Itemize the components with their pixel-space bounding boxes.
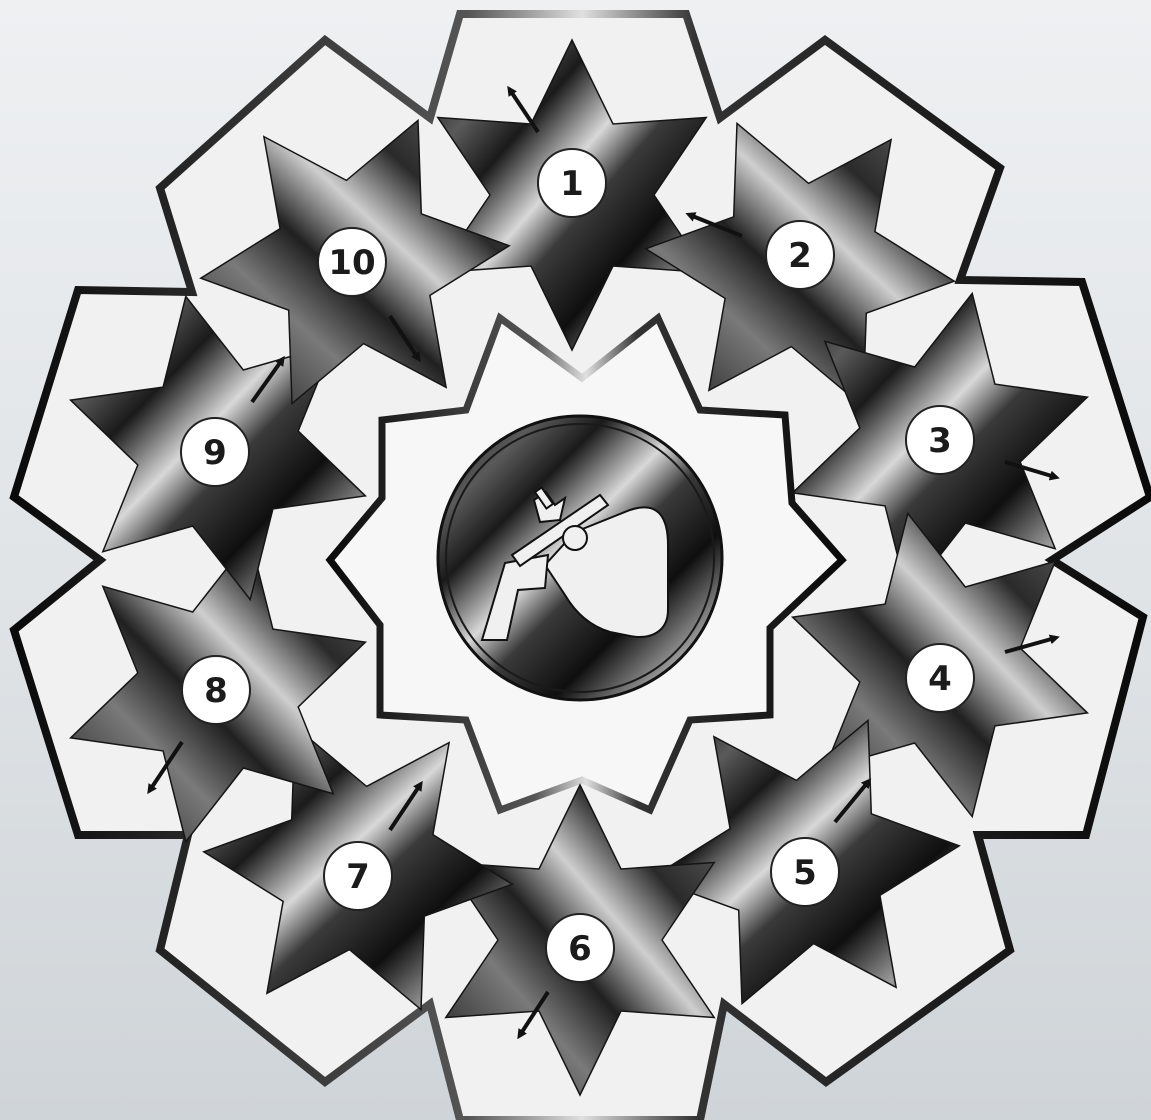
step-number: 8 — [204, 671, 228, 711]
step-number: 10 — [328, 243, 375, 283]
step-badge-6: 6 — [546, 914, 614, 982]
step-number: 4 — [928, 659, 952, 699]
step-number: 3 — [928, 421, 952, 461]
step-badge-3: 3 — [906, 406, 974, 474]
step-number: 9 — [203, 433, 227, 473]
step-number: 6 — [568, 929, 592, 969]
step-badge-7: 7 — [324, 842, 392, 910]
step-badge-4: 4 — [906, 644, 974, 712]
step-number: 2 — [788, 236, 812, 276]
center-badge — [438, 416, 722, 700]
step-badge-8: 8 — [182, 656, 250, 724]
step-badge-1: 1 — [538, 149, 606, 217]
step-badge-10: 10 — [318, 228, 386, 296]
step-badge-9: 9 — [181, 418, 249, 486]
step-number: 5 — [793, 853, 817, 893]
step-badge-5: 5 — [771, 838, 839, 906]
step-number: 1 — [560, 164, 584, 204]
step-number: 7 — [346, 857, 370, 897]
step-badge-2: 2 — [766, 221, 834, 289]
